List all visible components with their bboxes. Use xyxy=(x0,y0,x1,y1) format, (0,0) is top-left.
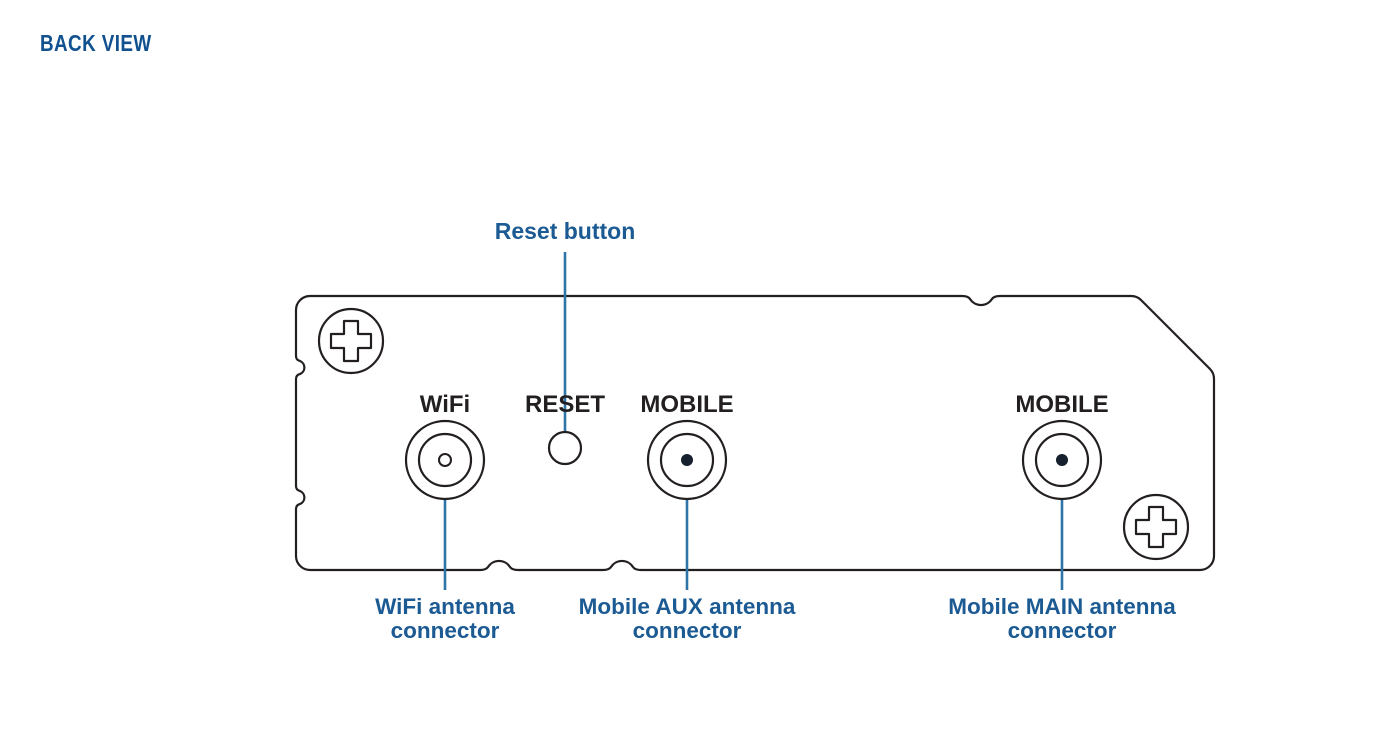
callout-wifi-line2: connector xyxy=(390,618,500,644)
port-label-mobile-main: MOBILE xyxy=(1015,391,1108,418)
page-title: BACK VIEW xyxy=(40,30,152,56)
callout-wifi-antenna-connector: WiFi antenna connector xyxy=(375,594,515,644)
callout-mobile-aux-line2: connector xyxy=(632,618,742,644)
wifi-center-pin xyxy=(438,453,452,467)
callout-wifi-line1: WiFi antenna xyxy=(375,594,515,619)
port-wifi[interactable] xyxy=(404,419,486,501)
port-reset[interactable] xyxy=(547,430,583,466)
port-mobile-aux[interactable] xyxy=(646,419,728,501)
phillips-cross-icon xyxy=(329,319,373,363)
callout-mobile-main-antenna-connector: Mobile MAIN antenna connector xyxy=(948,594,1176,644)
callout-mobile-aux-line1: Mobile AUX antenna xyxy=(578,594,796,619)
port-label-mobile-aux: MOBILE xyxy=(640,391,733,418)
screw-top-left xyxy=(317,307,385,375)
callout-mobile-main-line2: connector xyxy=(1007,618,1117,644)
port-label-reset: RESET xyxy=(525,391,605,418)
reset-button-hole xyxy=(547,430,583,466)
phillips-cross-icon xyxy=(1134,505,1178,549)
screw-bottom-right xyxy=(1122,493,1190,561)
device-body-outline xyxy=(294,294,1216,572)
callout-reset-button: Reset button xyxy=(494,218,636,244)
mobile-main-center-pin xyxy=(1056,454,1068,466)
mobile-aux-center-pin xyxy=(681,454,693,466)
callout-mobile-main-line1: Mobile MAIN antenna xyxy=(948,594,1176,619)
callout-mobile-aux-antenna-connector: Mobile AUX antenna connector xyxy=(578,594,796,644)
port-label-wifi: WiFi xyxy=(420,391,470,418)
port-mobile-main[interactable] xyxy=(1021,419,1103,501)
